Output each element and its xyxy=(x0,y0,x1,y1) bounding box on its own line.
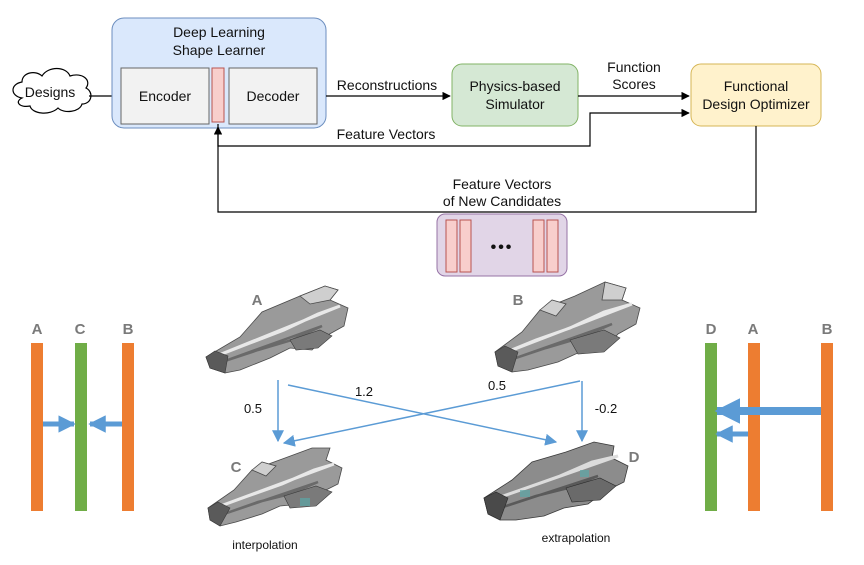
shape-learner-title-line1: Deep Learning xyxy=(173,24,265,40)
optimizer-label-line2: Design Optimizer xyxy=(702,96,810,112)
left-bar-c xyxy=(75,343,87,511)
shape-learner-title-line2: Shape Learner xyxy=(173,42,266,58)
left-bar-a-label: A xyxy=(32,321,43,338)
encoder-label: Encoder xyxy=(139,88,191,104)
shape-b-label: B xyxy=(513,292,524,309)
extrapolation-caption: extrapolation xyxy=(542,531,611,545)
encoder-box xyxy=(120,67,210,125)
decoder-box xyxy=(228,67,318,125)
candidate-vector-2 xyxy=(459,219,472,273)
function-scores-label-line2: Scores xyxy=(612,76,656,92)
candidates-ellipsis: ••• xyxy=(491,239,514,256)
interpolation-caption: interpolation xyxy=(232,538,297,552)
left-bar-b-label: B xyxy=(123,321,134,338)
weight-b-to-c: 0.5 xyxy=(488,378,506,393)
feature-vectors-label: Feature Vectors xyxy=(337,126,436,142)
weight-b-to-d: -0.2 xyxy=(595,401,617,416)
left-bar-b xyxy=(122,343,134,511)
optimizer-box xyxy=(690,63,822,127)
optimizer-label-line1: Functional xyxy=(724,78,789,94)
new-candidates-label-line1: Feature Vectors xyxy=(453,176,552,192)
left-bar-c-label: C xyxy=(75,321,86,338)
shape-d-voxel-model xyxy=(483,441,629,521)
designs-cloud xyxy=(12,67,92,114)
arrow-b-to-c xyxy=(282,380,581,447)
shape-c-voxel-model xyxy=(207,447,343,527)
shape-c-label: C xyxy=(231,459,242,476)
right-bar-a xyxy=(748,343,760,511)
left-bar-a xyxy=(31,343,43,511)
shape-b-voxel-model xyxy=(494,281,641,373)
candidate-vector-4 xyxy=(546,219,559,273)
weight-a-to-c: 0.5 xyxy=(244,401,262,416)
function-scores-label-line1: Function xyxy=(607,59,661,75)
right-bar-b-label: B xyxy=(822,321,833,338)
shape-a-label: A xyxy=(252,292,263,309)
simulator-box xyxy=(451,63,579,127)
shape-d-label: D xyxy=(629,449,640,466)
right-bar-d-label: D xyxy=(706,321,717,338)
candidate-vector-1 xyxy=(445,219,458,273)
reconstructions-label: Reconstructions xyxy=(337,77,437,93)
decoder-label: Decoder xyxy=(247,88,300,104)
shape-a-voxel-model xyxy=(205,285,349,374)
candidate-vector-3 xyxy=(532,219,545,273)
new-candidates-arrow xyxy=(213,126,757,213)
designs-label: Designs xyxy=(25,84,76,100)
simulator-label-line1: Physics-based xyxy=(469,78,560,94)
latent-vector xyxy=(211,67,225,123)
right-bar-d xyxy=(705,343,717,511)
new-candidates-label-line2: of New Candidates xyxy=(443,193,561,209)
simulator-label-line2: Simulator xyxy=(485,96,544,112)
weight-a-to-d: 1.2 xyxy=(355,384,373,399)
right-bar-a-label: A xyxy=(748,321,759,338)
right-bar-b xyxy=(821,343,833,511)
